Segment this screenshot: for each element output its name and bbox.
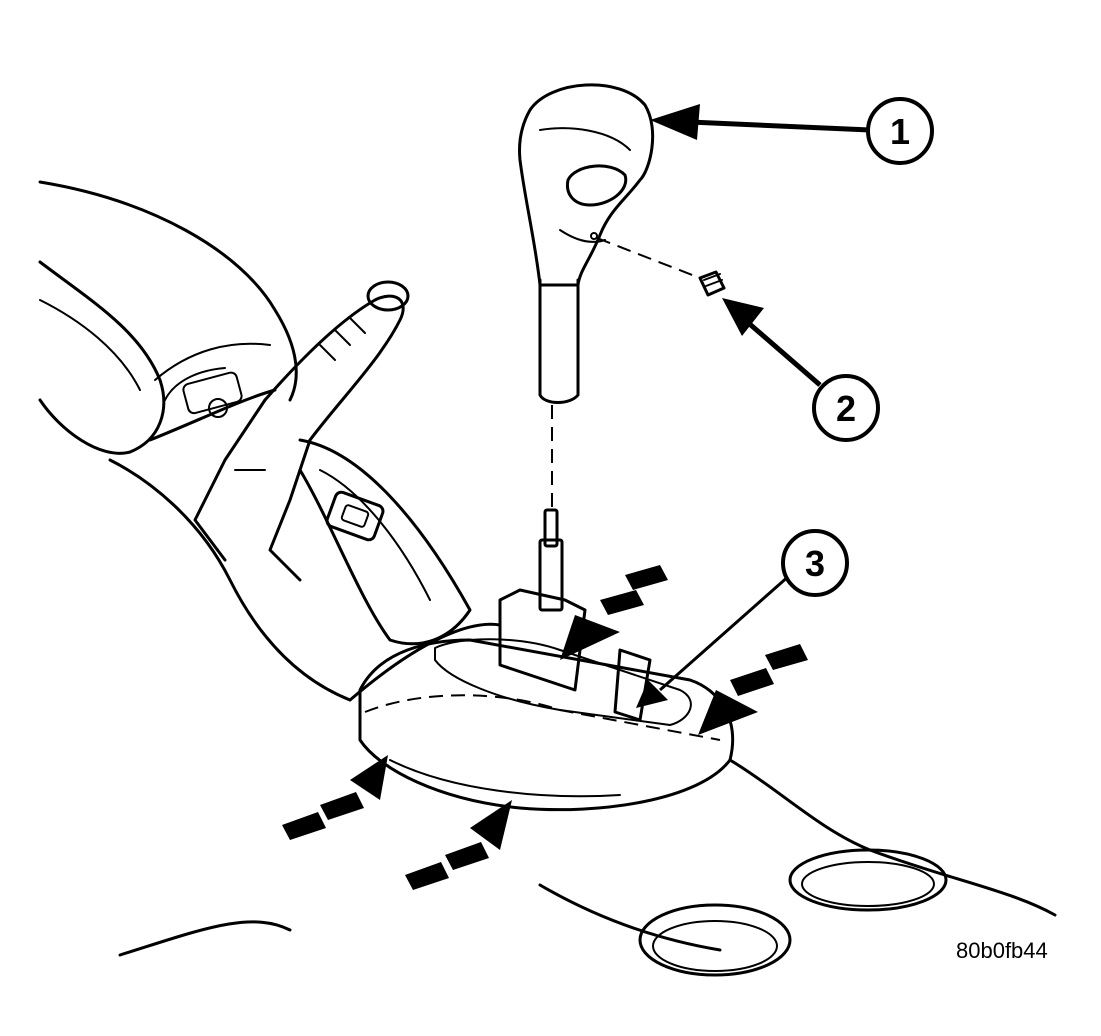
push-arrow-right [698,644,808,735]
shifter-bezel [118,638,1057,957]
callout-1: 1 [866,97,934,165]
set-screw [596,237,726,297]
push-arrow-top-center [560,565,668,660]
callout-1-label: 1 [890,111,910,152]
callout-2-label: 2 [836,388,856,429]
shift-knob [518,83,655,404]
callout-3-label: 3 [805,543,825,584]
push-arrow-lower-left [282,755,388,840]
callout-3: 3 [781,529,849,597]
shift-lever-post [498,508,652,722]
push-arrows [282,565,808,890]
push-arrow-lower-center [405,800,512,890]
cup-holders [638,848,948,977]
figure-code: 80b0fb44 [956,938,1048,963]
console-trench [298,438,502,702]
callout-leaders [636,104,871,708]
callout-2: 2 [812,374,880,442]
center-console-armrest [38,180,352,702]
